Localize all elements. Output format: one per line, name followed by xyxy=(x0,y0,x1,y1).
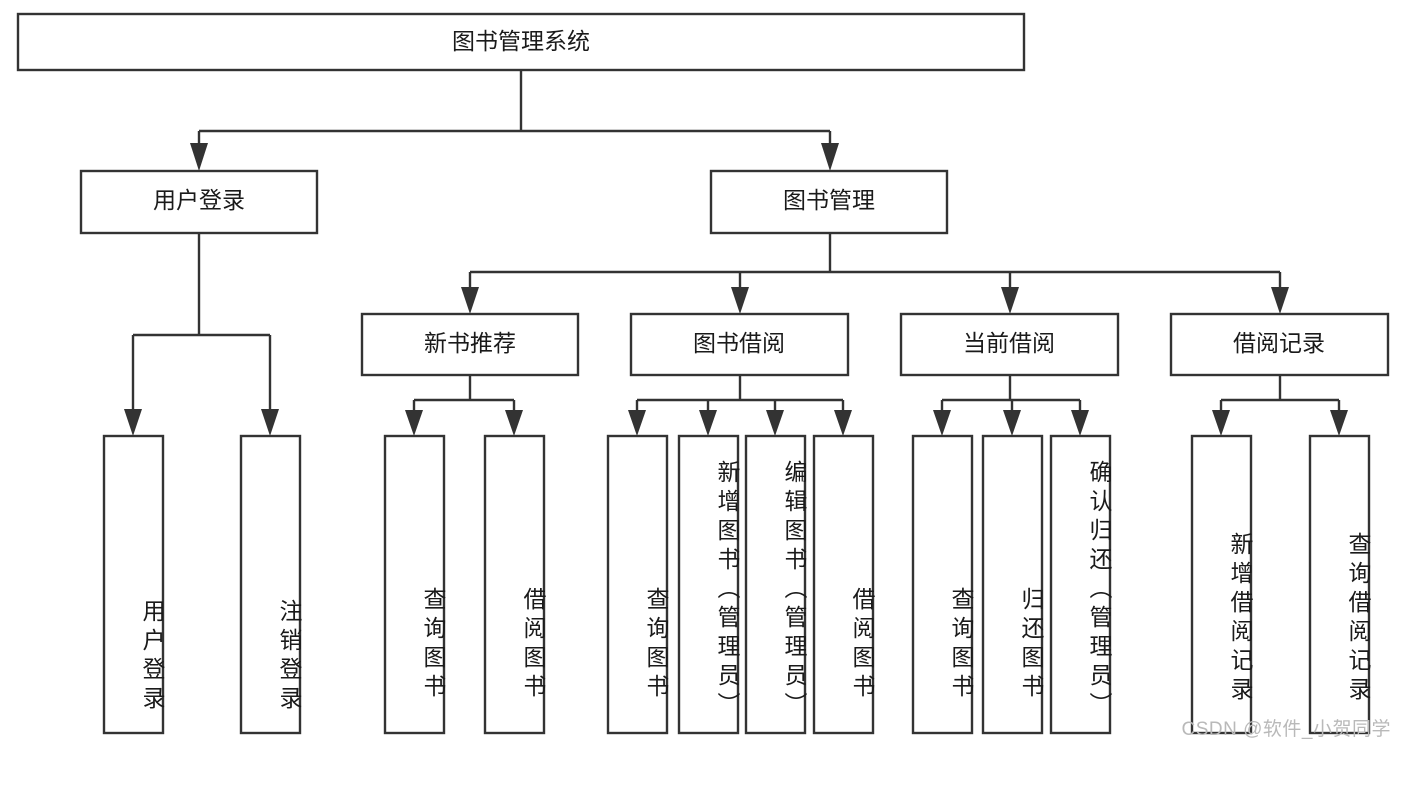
node-user-login[interactable]: 用户登录 xyxy=(79,169,319,235)
node-borrow-record-label: 借阅记录 xyxy=(1233,330,1325,356)
node-user-login-label: 用户登录 xyxy=(153,187,245,213)
arrow-head-leaf-borrow-book-1 xyxy=(505,410,523,436)
node-current-borrow-box[interactable] xyxy=(899,312,1120,377)
arrow-head-leaf-add-book xyxy=(699,410,717,436)
arrow-head-book-manage xyxy=(821,143,839,171)
arrow-head-user-login xyxy=(190,143,208,171)
node-user-login-box[interactable] xyxy=(79,169,319,235)
arrow-head-leaf-query-book-3 xyxy=(933,410,951,436)
node-leaf-query-book-2-box[interactable] xyxy=(606,434,669,735)
node-leaf-logout-login-box[interactable] xyxy=(239,434,302,735)
node-root-label: 图书管理系统 xyxy=(452,28,590,54)
node-current-borrow-label: 当前借阅 xyxy=(963,330,1055,356)
node-leaf-add-record-box[interactable] xyxy=(1190,434,1253,735)
node-leaf-query-book-3-box[interactable] xyxy=(911,434,974,735)
node-new-book-rec-box[interactable] xyxy=(360,312,580,377)
node-book-manage[interactable]: 图书管理 xyxy=(709,169,949,235)
node-leaf-return-book-box[interactable] xyxy=(981,434,1044,735)
arrow-head-leaf-logout-login xyxy=(261,409,279,436)
node-leaf-confirm-return-box[interactable] xyxy=(1049,434,1112,735)
arrow-head-leaf-query-record xyxy=(1330,410,1348,436)
node-leaf-add-book-box[interactable] xyxy=(677,434,740,735)
node-leaf-borrow-book-1-box[interactable] xyxy=(483,434,546,735)
arrow-head-new-book-rec xyxy=(461,287,479,314)
flowchart-svg: 图书管理系统 用户登录 图书管理 新书推荐 图书借阅 当前借阅 借阅记录 xyxy=(16,12,1390,735)
node-root-box[interactable] xyxy=(16,12,1026,72)
node-new-book-rec-label: 新书推荐 xyxy=(424,330,516,356)
node-root[interactable]: 图书管理系统 xyxy=(16,12,1026,72)
leaf-box-layer xyxy=(102,434,1371,735)
arrow-head-current-borrow xyxy=(1001,287,1019,314)
node-current-borrow[interactable]: 当前借阅 xyxy=(899,312,1120,377)
arrow-head-leaf-query-book-1 xyxy=(405,410,423,436)
node-leaf-query-book-1-box[interactable] xyxy=(383,434,446,735)
node-borrow-record[interactable]: 借阅记录 xyxy=(1169,312,1390,377)
node-book-borrow-box[interactable] xyxy=(629,312,850,377)
node-leaf-query-record-box[interactable] xyxy=(1308,434,1371,735)
csdn-watermark: CSDN @软件_小贺同学 xyxy=(1181,719,1391,740)
node-leaf-edit-book-box[interactable] xyxy=(744,434,807,735)
node-leaf-user-login-box[interactable] xyxy=(102,434,165,735)
connector-layer xyxy=(124,70,1348,436)
arrow-head-leaf-user-login xyxy=(124,409,142,436)
node-book-manage-box[interactable] xyxy=(709,169,949,235)
node-new-book-rec[interactable]: 新书推荐 xyxy=(360,312,580,377)
arrow-head-leaf-borrow-book-2 xyxy=(834,410,852,436)
node-book-manage-label: 图书管理 xyxy=(783,187,875,213)
arrow-head-borrow-record xyxy=(1271,287,1289,314)
node-borrow-record-box[interactable] xyxy=(1169,312,1390,377)
arrow-head-leaf-edit-book xyxy=(766,410,784,436)
arrow-head-leaf-add-record xyxy=(1212,410,1230,436)
flowchart-canvas: 图书管理系统 用户登录 图书管理 新书推荐 图书借阅 当前借阅 借阅记录 xyxy=(16,12,1391,740)
arrow-head-leaf-confirm-return xyxy=(1071,410,1089,436)
arrow-head-book-borrow xyxy=(731,287,749,314)
node-book-borrow-label: 图书借阅 xyxy=(693,330,785,356)
arrow-head-leaf-query-book-2 xyxy=(628,410,646,436)
node-leaf-borrow-book-2-box[interactable] xyxy=(812,434,875,735)
arrow-head-leaf-return-book xyxy=(1003,410,1021,436)
node-book-borrow[interactable]: 图书借阅 xyxy=(629,312,850,377)
